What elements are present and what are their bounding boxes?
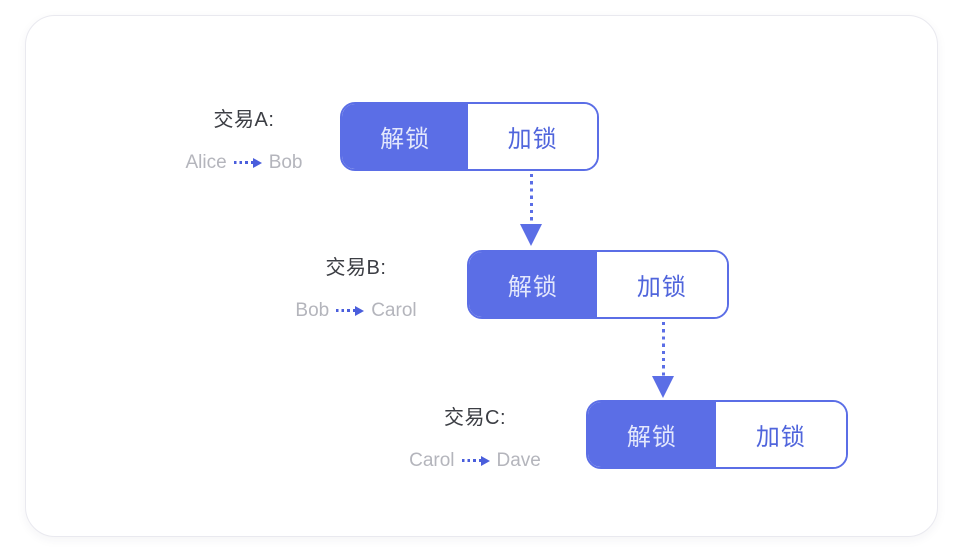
unlock-segment: 解锁	[342, 104, 469, 169]
transaction-c-parties: Carol Dave	[409, 448, 541, 473]
unlock-segment: 解锁	[588, 402, 716, 467]
party-from: Alice	[185, 152, 227, 173]
arrow-head-down-icon	[652, 376, 674, 398]
party-to: Carol	[371, 300, 417, 321]
party-from: Bob	[295, 300, 330, 321]
party-from: Carol	[409, 450, 455, 471]
party-to: Bob	[268, 152, 303, 173]
transaction-a-parties: Alice Bob	[186, 150, 303, 175]
dotted-arrow-right-icon	[461, 455, 490, 466]
flow-arrow-b-to-c	[652, 322, 674, 398]
dotted-arrow-right-icon	[336, 305, 365, 316]
diagram-panel: 交易A: Alice Bob 解锁 加锁 交易B: Bob	[25, 15, 938, 537]
transaction-b-title: 交易B:	[325, 257, 387, 279]
lock-segment: 加锁	[468, 104, 597, 169]
lock-segment: 加锁	[596, 252, 727, 317]
transaction-c-label: 交易C: Carol Dave	[377, 405, 573, 473]
flow-arrow-a-to-b	[520, 174, 542, 246]
transaction-c-box: 解锁 加锁	[586, 400, 848, 469]
transaction-a-box: 解锁 加锁	[340, 102, 599, 171]
transaction-c-title: 交易C:	[444, 407, 506, 429]
transaction-b-label: 交易B: Bob Carol	[258, 255, 454, 323]
unlock-segment: 解锁	[469, 252, 597, 317]
arrow-dotted-line	[529, 174, 533, 224]
arrow-dotted-line	[661, 322, 665, 376]
arrow-head-down-icon	[520, 224, 542, 246]
transaction-a-label: 交易A: Alice Bob	[146, 107, 342, 175]
lock-segment: 加锁	[715, 402, 846, 467]
transaction-a-title: 交易A:	[213, 109, 275, 131]
transaction-b-parties: Bob Carol	[295, 298, 416, 323]
party-to: Dave	[496, 450, 541, 471]
dotted-arrow-right-icon	[233, 157, 262, 168]
transaction-b-box: 解锁 加锁	[467, 250, 729, 319]
